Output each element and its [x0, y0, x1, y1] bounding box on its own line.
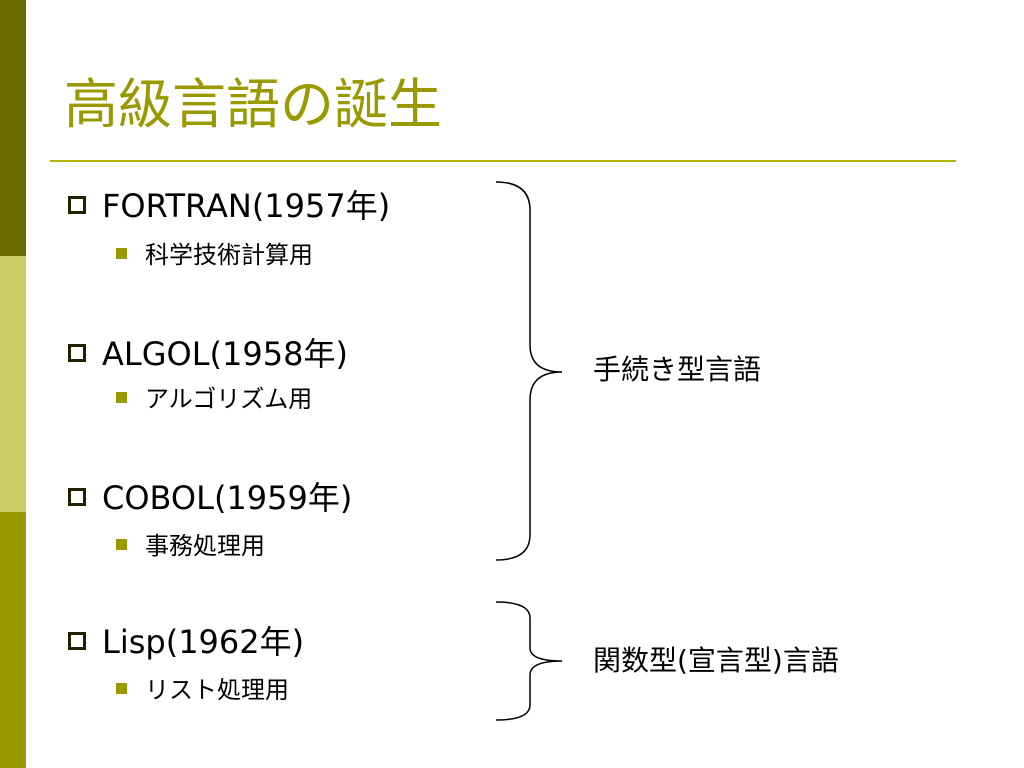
filled-square-bullet-icon: [116, 391, 127, 403]
accent-segment-dark: [0, 0, 26, 256]
left-accent-bar: [0, 0, 26, 768]
filled-square-bullet-icon: [116, 682, 127, 694]
filled-square-bullet-icon: [116, 538, 127, 550]
list-item-fortran: FORTRAN(1957年): [68, 190, 390, 222]
list-item-label: Lisp(1962年): [102, 623, 305, 661]
list-item-label: ALGOL(1958年): [102, 335, 348, 373]
sub-item-cobol: 事務処理用: [116, 534, 265, 558]
square-bullet-icon: [68, 344, 86, 362]
sub-item-lisp: リスト処理用: [116, 678, 289, 702]
square-bullet-icon: [68, 488, 86, 506]
sub-item-fortran: 科学技術計算用: [116, 243, 313, 267]
sub-item-label: 科学技術計算用: [145, 241, 313, 269]
group-label-functional: 関数型(宣言型)言語: [593, 644, 839, 677]
title-divider: [50, 160, 956, 162]
sub-item-label: リスト処理用: [145, 676, 289, 704]
slide-title: 高級言語の誕生: [64, 73, 442, 136]
sub-item-algol: アルゴリズム用: [116, 387, 312, 411]
list-item-algol: ALGOL(1958年): [68, 338, 348, 370]
accent-segment-mid: [0, 512, 26, 768]
sub-item-label: アルゴリズム用: [145, 385, 313, 413]
right-brace-functional-icon: [495, 601, 563, 721]
sub-item-label: 事務処理用: [145, 532, 265, 560]
right-brace-procedural-icon: [495, 181, 563, 561]
list-item-lisp: Lisp(1962年): [68, 626, 304, 658]
accent-segment-light: [0, 256, 26, 512]
list-item-label: FORTRAN(1957年): [102, 187, 391, 225]
group-label-procedural: 手続き型言語: [593, 353, 762, 386]
square-bullet-icon: [68, 196, 86, 214]
list-item-label: COBOL(1959年): [102, 479, 353, 517]
filled-square-bullet-icon: [116, 247, 127, 259]
square-bullet-icon: [68, 632, 86, 650]
list-item-cobol: COBOL(1959年): [68, 482, 352, 514]
